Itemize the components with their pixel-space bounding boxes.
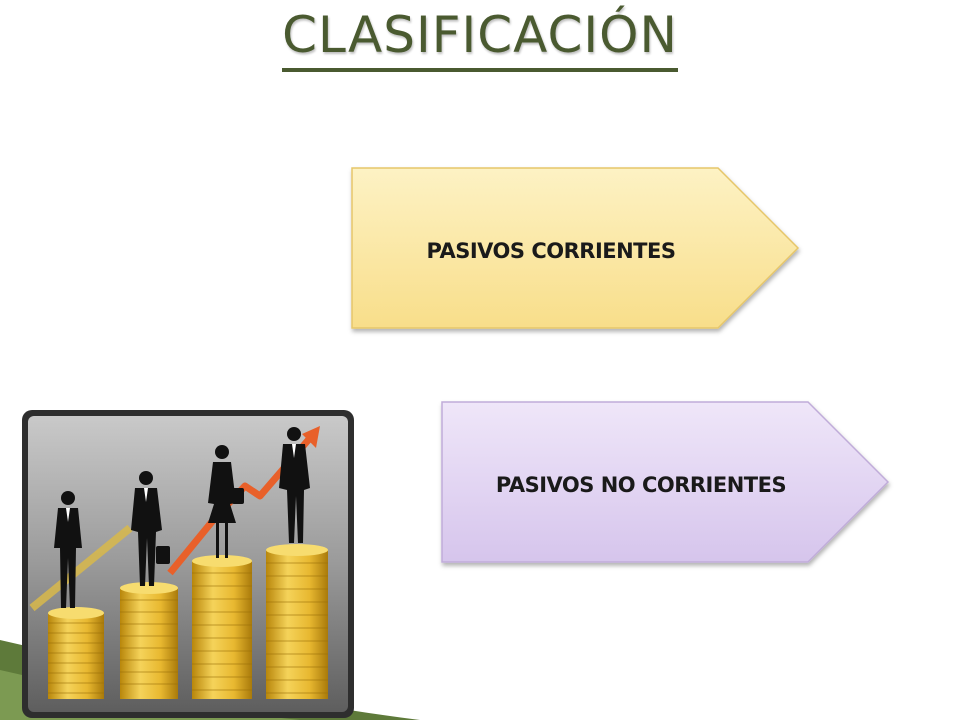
- pasivos-corrientes-label: PASIVOS CORRIENTES: [426, 239, 676, 263]
- pasivos-corrientes-shape: PASIVOS CORRIENTES: [346, 162, 804, 340]
- slide-title-text: CLASIFICACIÓN: [282, 4, 678, 72]
- slide-title: CLASIFICACIÓN: [0, 4, 960, 72]
- businessmen-on-coin-stacks-icon: [22, 410, 354, 718]
- pasivos-no-corrientes-label: PASIVOS NO CORRIENTES: [495, 473, 787, 497]
- pasivos-no-corrientes-shape: PASIVOS NO CORRIENTES: [436, 396, 894, 574]
- businessmen-coins-picture: [20, 408, 356, 720]
